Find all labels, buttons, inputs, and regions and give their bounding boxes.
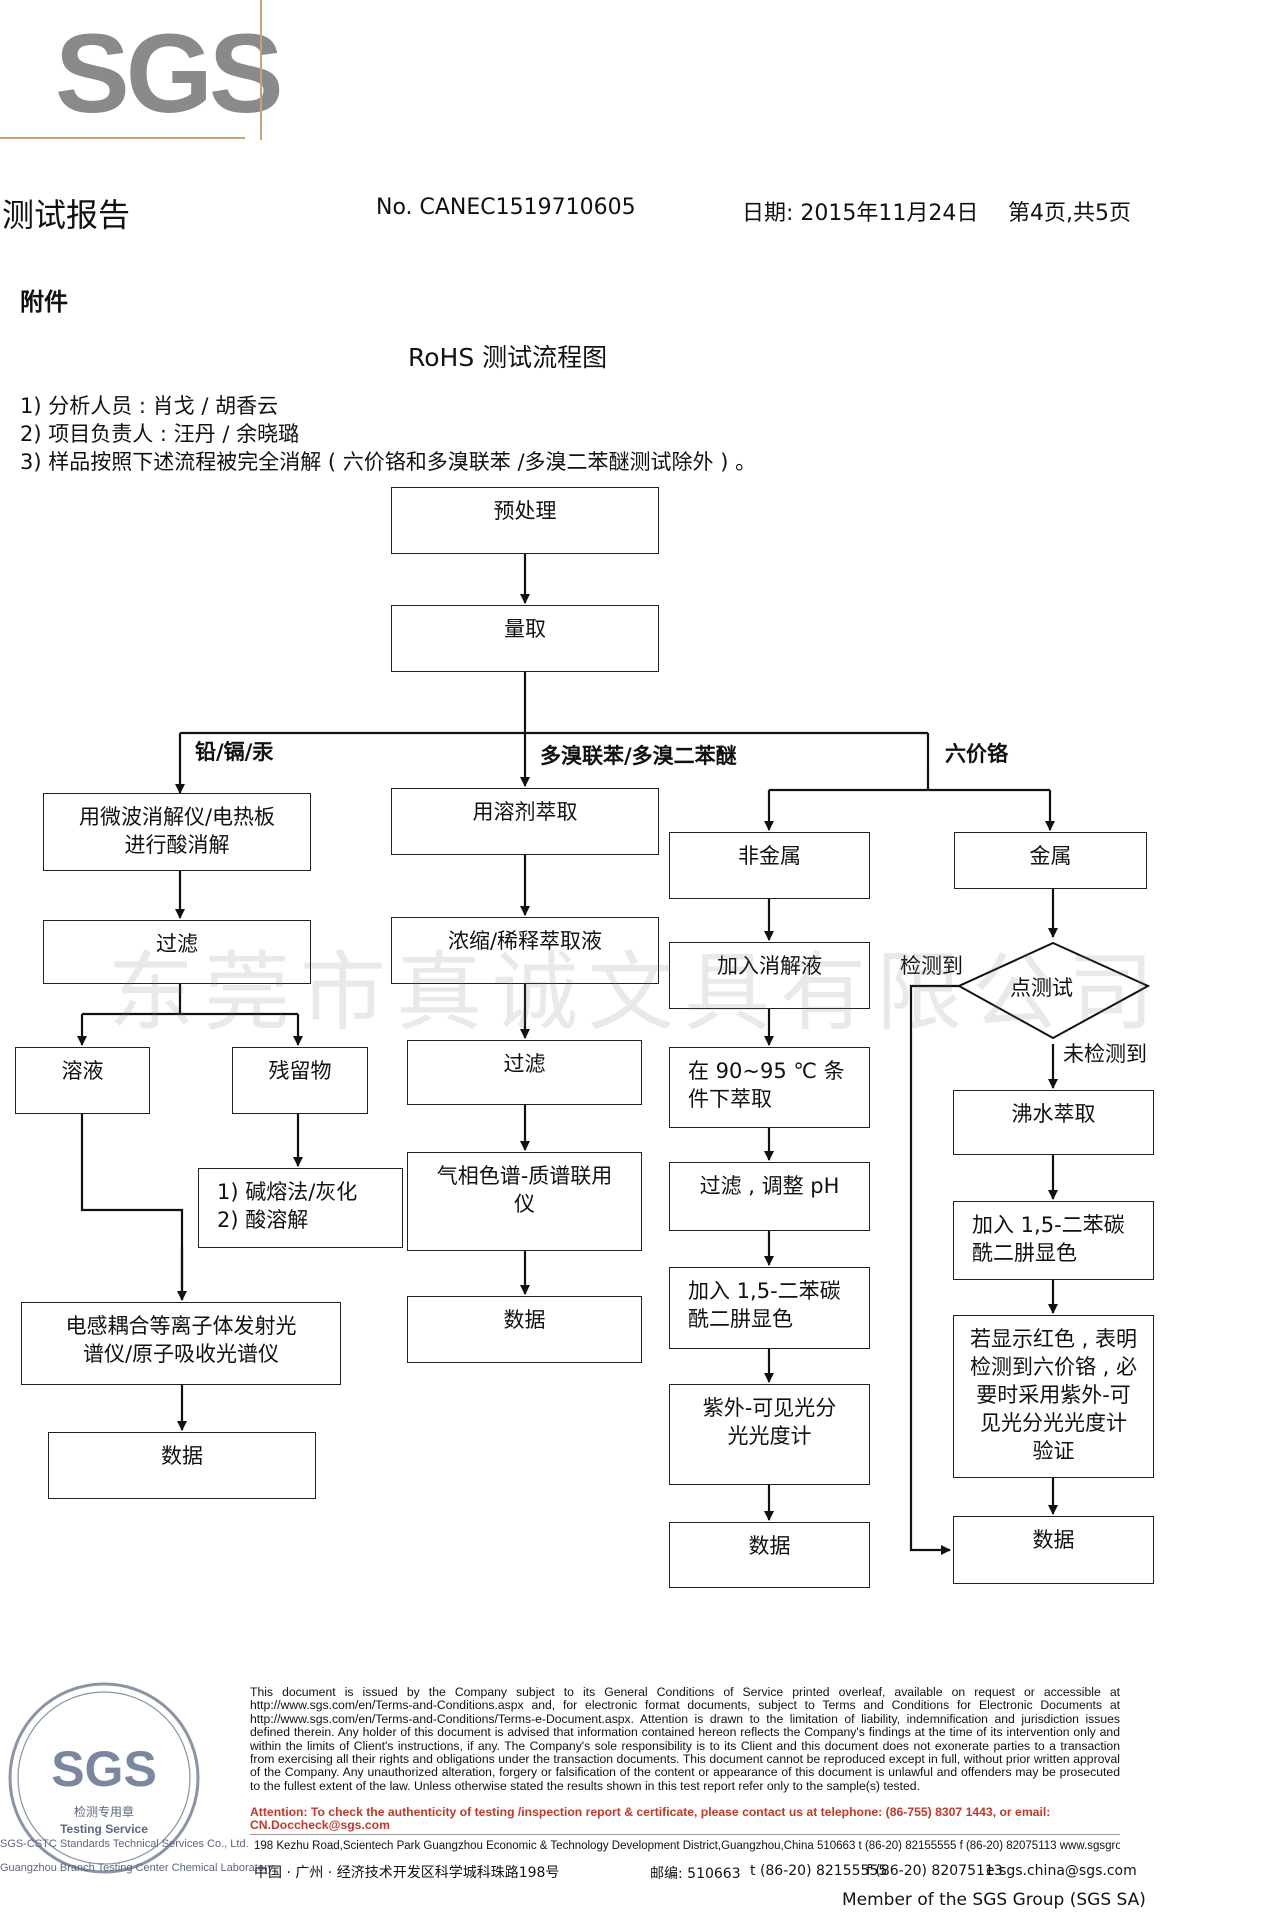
node-cr-dpc-metal: 加入 1,5-二苯碳 酰二肼显色 bbox=[953, 1201, 1154, 1280]
section-label: 附件 bbox=[20, 288, 68, 316]
sgs-logo-text: SGS bbox=[55, 11, 284, 136]
node-pb-filter: 过滤 bbox=[43, 920, 311, 984]
footer-address-en: 198 Kezhu Road,Scientech Park Guangzhou … bbox=[254, 1840, 1120, 1852]
node-cr-dpc-nonmetal: 加入 1,5-二苯碳 酰二肼显色 bbox=[669, 1267, 870, 1349]
node-pb-residue: 残留物 bbox=[232, 1047, 368, 1114]
node-pretreat: 预处理 bbox=[391, 487, 659, 554]
stamp-caption-1: SGS-CSTC Standards Technical Services Co… bbox=[0, 1838, 249, 1850]
stamp-line-1: 检测专用章 bbox=[74, 1804, 134, 1819]
footer-postcode: 邮编: 510663 bbox=[650, 1866, 741, 1882]
footer-phone: t (86-20) 82155555 bbox=[750, 1863, 888, 1879]
label-branch-pbb: 多溴联苯/多溴二苯醚 bbox=[540, 744, 737, 768]
report-date: 日期: 2015年11月24日 bbox=[742, 201, 979, 226]
node-pbb-filter: 过滤 bbox=[407, 1040, 642, 1105]
node-pbb-concentrate: 浓缩/稀释萃取液 bbox=[391, 917, 659, 984]
node-pbb-data: 数据 bbox=[407, 1296, 642, 1363]
node-cr-boil: 沸水萃取 bbox=[953, 1090, 1154, 1155]
node-pb-digest: 用微波消解仪/电热板 进行酸消解 bbox=[43, 793, 311, 871]
node-cr-red: 若显示红色 , 表明 检测到六价铬 , 必 要时采用紫外-可 见光分光光度计 验… bbox=[953, 1315, 1154, 1478]
edge-pb-filter-split bbox=[82, 983, 298, 1016]
note-line-1: 1) 分析人员 : 肖戈 / 胡香云 bbox=[20, 394, 279, 418]
spot-test-diamond bbox=[956, 941, 1151, 1040]
node-pbb-gcms: 气相色谱-质谱联用 仪 bbox=[407, 1152, 642, 1251]
node-cr-extract-95: 在 90~95 ℃ 条 件下萃取 bbox=[669, 1047, 870, 1128]
stamp-line-2: Testing Service bbox=[60, 1822, 148, 1836]
note-line-3: 3) 样品按照下述流程被完全消解 ( 六价铬和多溴联苯 /多溴二苯醚测试除外 )… bbox=[20, 450, 757, 474]
footer-fax: f (86-20) 82075113 bbox=[866, 1863, 1003, 1879]
node-cr-data-nonmetal: 数据 bbox=[669, 1522, 870, 1588]
node-cr-uv-nonmetal: 紫外-可见光分 光光度计 bbox=[669, 1384, 870, 1485]
node-cr-nonmetal: 非金属 bbox=[669, 832, 870, 899]
node-cr-spot-test: 点测试 bbox=[1010, 976, 1073, 1000]
edge-cr-bar bbox=[769, 768, 1050, 792]
sgs-seal-stamp: SGS 检测专用章 Testing Service bbox=[8, 1682, 200, 1874]
label-detected: 检测到 bbox=[900, 954, 963, 978]
footer-member: Member of the SGS Group (SGS SA) bbox=[842, 1890, 1146, 1910]
node-pb-alkali: 1) 碱熔法/灰化 2) 酸溶解 bbox=[198, 1168, 403, 1248]
footer-email: e sgs.china@sgs.com bbox=[986, 1863, 1137, 1879]
node-cr-metal: 金属 bbox=[954, 832, 1147, 889]
label-not-detected: 未检测到 bbox=[1063, 1042, 1147, 1066]
node-pbb-extract: 用溶剂萃取 bbox=[391, 788, 659, 855]
footer-divider bbox=[250, 1834, 1120, 1835]
node-cr-data-metal: 数据 bbox=[953, 1516, 1154, 1584]
stamp-caption-2: Guangzhou Branch Testing Center Chemical… bbox=[0, 1862, 274, 1874]
node-cr-add-digest: 加入消解液 bbox=[669, 942, 870, 1009]
logo-rule-h bbox=[0, 137, 245, 139]
footer-address-cn: 中国 · 广州 · 经济技术开发区科学城科珠路198号 bbox=[254, 1865, 560, 1881]
page-indicator: 第4页,共5页 bbox=[1008, 201, 1131, 226]
sgs-logo: SGS bbox=[0, 0, 285, 140]
report-number: No. CANEC1519710605 bbox=[376, 195, 636, 220]
flowchart-title: RoHS 测试流程图 bbox=[408, 343, 608, 372]
logo-rule-v bbox=[260, 0, 262, 140]
footer-disclaimer: This document is issued by the Company s… bbox=[250, 1685, 1120, 1793]
stamp-logo: SGS bbox=[51, 1741, 157, 1797]
label-branch-cr: 六价铬 bbox=[945, 742, 1008, 766]
note-line-2: 2) 项目负责人 : 汪丹 / 余晓璐 bbox=[20, 422, 300, 446]
edge-spot-detected bbox=[909, 984, 959, 1555]
node-cr-filter-ph: 过滤 , 调整 pH bbox=[669, 1162, 870, 1231]
node-pb-icp: 电感耦合等离子体发射光 谱仪/原子吸收光谱仪 bbox=[21, 1302, 341, 1385]
report-title: 测试报告 bbox=[2, 196, 131, 234]
node-measure: 量取 bbox=[391, 605, 659, 672]
label-branch-pb: 铅/镉/汞 bbox=[195, 740, 274, 764]
footer-attention: Attention: To check the authenticity of … bbox=[250, 1805, 1051, 1833]
node-pb-solution: 溶液 bbox=[15, 1047, 150, 1114]
node-pb-data: 数据 bbox=[48, 1432, 316, 1499]
edge-solution-icp bbox=[80, 1113, 187, 1301]
